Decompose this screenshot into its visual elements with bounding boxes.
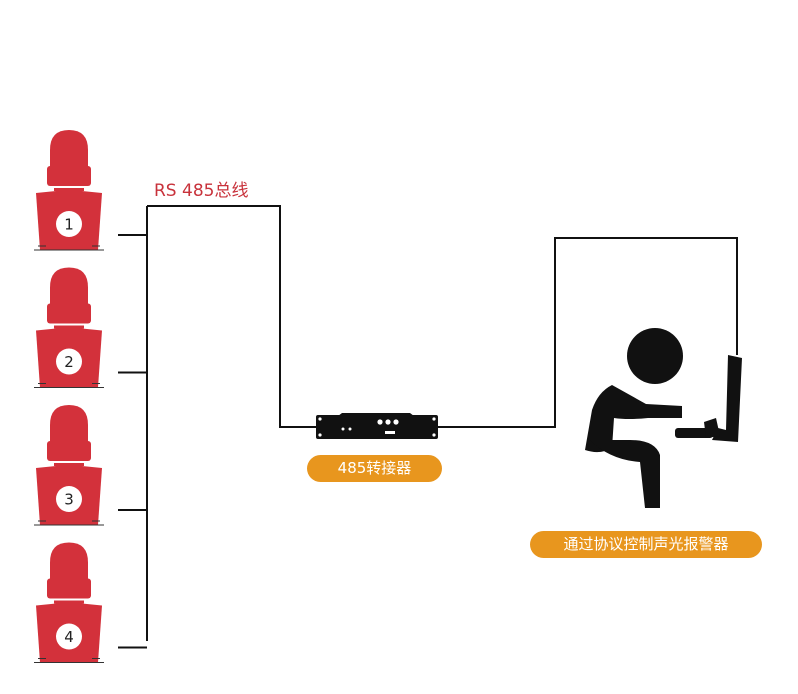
alarm-1-icon: 1	[34, 130, 147, 251]
converter-label: 485转接器	[307, 455, 442, 482]
alarm-number: 4	[64, 628, 74, 646]
bus-label: RS 485总线	[154, 181, 249, 201]
alarm-number: 1	[64, 216, 74, 234]
alarm-4-icon: 4	[34, 542, 147, 663]
converter-to-pc-line	[438, 237, 738, 428]
alarm-number: 3	[64, 491, 74, 509]
operator-at-computer-icon	[585, 328, 742, 508]
bus-to-converter-line	[147, 205, 318, 428]
alarm-number: 2	[64, 353, 74, 371]
bus-wiring	[146, 205, 738, 641]
alarm-3-icon: 3	[34, 405, 147, 526]
converter-device-icon	[316, 413, 438, 439]
operator-label: 通过协议控制声光报警器	[530, 531, 762, 558]
alarm-2-icon: 2	[34, 267, 147, 388]
